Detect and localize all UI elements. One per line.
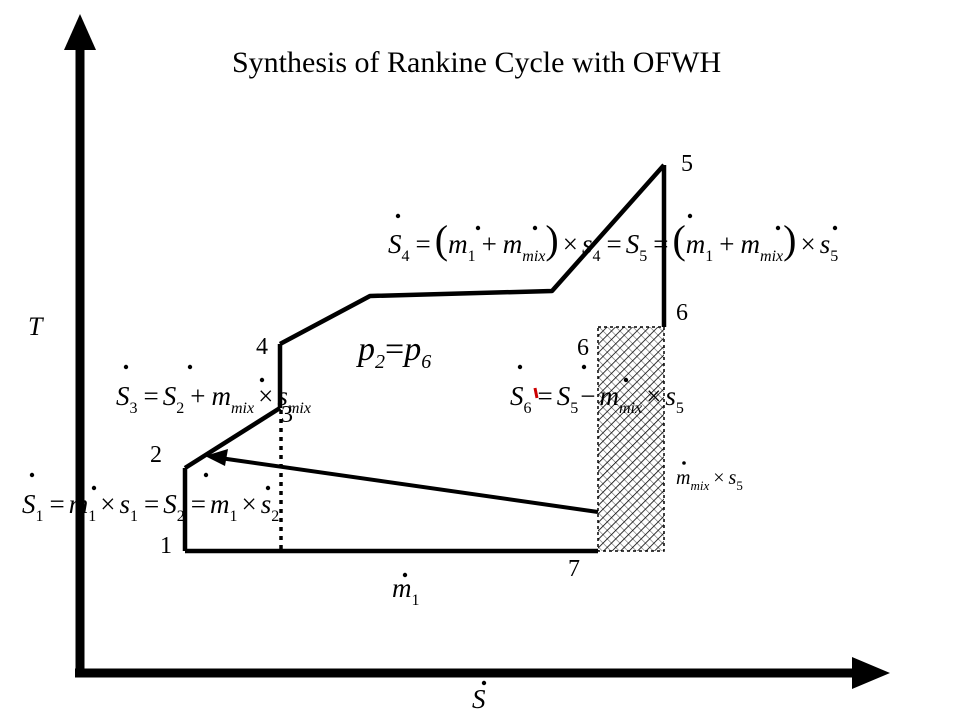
y-axis-arrowhead	[64, 14, 96, 50]
diagram-title: Synthesis of Rankine Cycle with OFWH	[232, 46, 721, 79]
state-label-3: 3	[281, 402, 293, 428]
cycle-path	[182, 163, 667, 554]
svg-text:m1: m1	[392, 573, 420, 609]
return-arrow	[205, 449, 599, 514]
svg-text:S4=(m1+mmix)×s4=S5=(m1+mmix)×s: S4=(m1+mmix)×s4=S5=(m1+mmix)×s5	[388, 217, 838, 265]
state-label-4: 4	[256, 334, 268, 360]
pressure-equality: p2=p6	[356, 331, 431, 373]
x-axis-arrowhead	[852, 657, 890, 689]
svg-text:S3=S2+mmix×smix: S3=S2+mmix×smix	[116, 381, 311, 417]
state-label-1: 1	[160, 533, 172, 559]
hatched-region-cross	[598, 327, 664, 551]
state-label-5: 5	[681, 151, 693, 177]
svg-text:S6=S5−mmix×s5: S6=S5−mmix×s5	[510, 381, 684, 417]
equation-s1-s2: S1=m1×s1=S2=m1×s2	[22, 472, 279, 525]
mix-entropy-label: mmix×s5	[676, 461, 743, 493]
state-label-6-mid: 6	[577, 335, 589, 361]
state-label-6-top: 6	[676, 300, 688, 326]
svg-text:S: S	[472, 684, 486, 714]
svg-text:mmix×s5: mmix×s5	[676, 467, 743, 493]
process-2-3	[183, 406, 282, 470]
svg-text:S1=m1×s1=S2=m1×s2: S1=m1×s1=S2=m1×s2	[22, 489, 279, 525]
red-tick-mark	[533, 387, 539, 399]
process-4-5	[278, 163, 666, 346]
state-label-7: 7	[568, 556, 580, 582]
x-axis-label: S	[472, 680, 487, 714]
axes	[64, 14, 890, 689]
x-axis-label-dot	[481, 680, 487, 686]
equation-s3: S3=S2+mmix×smix	[116, 364, 311, 417]
y-axis-label: T	[28, 312, 44, 341]
equation-s4-s5: S4=(m1+mmix)×s4=S5=(m1+mmix)×s5	[388, 213, 838, 265]
state-label-2: 2	[150, 442, 162, 468]
equation-s6: S6=S5−mmix×s5	[510, 364, 684, 417]
m1-label: m1	[392, 572, 420, 609]
